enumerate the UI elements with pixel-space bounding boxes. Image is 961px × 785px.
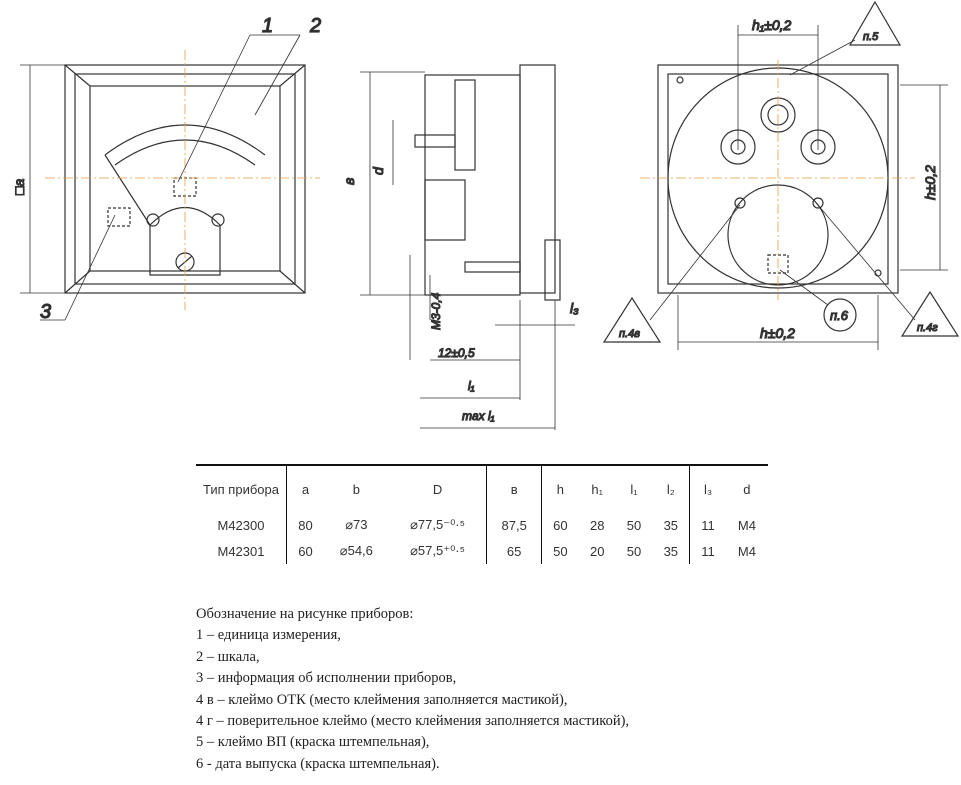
note-item: 5 – клеймо ВП (краска штемпельная), (196, 734, 430, 751)
cell: М4 (737, 517, 756, 533)
cell: М42300 (217, 517, 265, 533)
dim-d: d (370, 166, 386, 175)
col-header: d (743, 481, 751, 497)
dim-l3: l₃ (570, 300, 579, 316)
callout-2: 2 (309, 15, 321, 37)
col-header: h (540, 465, 579, 512)
cell: 60 (540, 512, 579, 538)
cell: ⌀77,5⁻⁰·⁵ (410, 517, 466, 532)
legend-notes: Обозначение на рисунке приборов: 1 – еди… (196, 604, 629, 775)
table-row: М42300 80 ⌀73 ⌀77,5⁻⁰·⁵ 87,5 60 28 50 35… (196, 512, 768, 538)
mark-p5: п.5 (863, 31, 879, 43)
dim-b: в (341, 178, 357, 185)
mark-p4v: п.4в (619, 328, 640, 340)
note-item: 4 г – поверительное клеймо (место клейме… (196, 713, 630, 730)
dim-max-l1: max l₁ (462, 409, 495, 423)
dim-l1: l₁ (468, 379, 475, 393)
cell: 87,5 (486, 512, 542, 538)
col-header: l₁ (630, 481, 638, 497)
cell: 35 (663, 517, 679, 533)
table-header-row: Тип прибора а b D в h h₁ l₁ l₂ l₃ d (196, 465, 768, 512)
dim-a: □a (11, 179, 27, 195)
cell: 50 (540, 538, 579, 564)
rear-view (602, 0, 960, 350)
callout-1: 1 (262, 15, 273, 37)
col-header: в (486, 465, 542, 512)
col-header: l₃ (689, 465, 726, 512)
table-row: М42301 60 ⌀54,6 ⌀57,5⁺⁰·⁵ 65 50 20 50 35… (196, 538, 768, 564)
cell: 65 (486, 538, 542, 564)
cell: М42301 (217, 543, 265, 559)
col-header: b (352, 481, 360, 497)
technical-drawing: 1 2 3 □a в d М3-0,4 12±0,5 l₁ max l₁ l₃ (10, 0, 960, 430)
cell: ⌀54,6 (339, 543, 373, 558)
dim-thread: М3-0,4 (429, 292, 443, 330)
col-header: h₁ (591, 481, 604, 497)
dim-h-horizontal: h±0,2 (760, 325, 795, 341)
cell: ⌀73 (345, 517, 368, 532)
col-header: D (432, 481, 443, 497)
mark-p4g: п.4г (917, 322, 938, 334)
cell: 50 (626, 543, 642, 559)
col-header: l₂ (666, 481, 675, 497)
cell: 60 (285, 538, 324, 564)
notes-title: Обозначение на рисунке приборов: (196, 606, 414, 622)
cell: ⌀57,5⁺⁰·⁵ (410, 543, 466, 558)
note-item: 4 в – клеймо ОТК (место клеймения заполн… (196, 691, 568, 708)
note-item: 3 – информация об исполнении приборов, (196, 670, 457, 687)
callout-3: 3 (40, 301, 51, 323)
note-item: 2 – шкала, (196, 648, 260, 665)
mark-p6: п.6 (830, 308, 849, 323)
col-header: а (285, 465, 324, 512)
dim-h1: h₁±0,2 (752, 17, 792, 33)
side-view (360, 64, 575, 430)
cell: 50 (626, 517, 642, 533)
cell: 11 (689, 538, 726, 564)
cell: 28 (590, 517, 605, 533)
cell: 11 (689, 512, 726, 538)
note-item: 6 - дата выпуска (краска штемпельная). (196, 755, 440, 772)
cell: 80 (285, 512, 324, 538)
dimensions-table: Тип прибора а b D в h h₁ l₁ l₂ l₃ d М423… (196, 464, 768, 564)
col-header: Тип прибора (203, 481, 279, 497)
cell: М4 (737, 543, 756, 559)
dim-12: 12±0,5 (438, 346, 475, 360)
cell: 20 (590, 543, 605, 559)
dim-h-vertical: h±0,2 (922, 165, 938, 200)
cell: 35 (663, 543, 679, 559)
note-item: 1 – единица измерения, (196, 627, 341, 644)
front-view (20, 34, 320, 321)
